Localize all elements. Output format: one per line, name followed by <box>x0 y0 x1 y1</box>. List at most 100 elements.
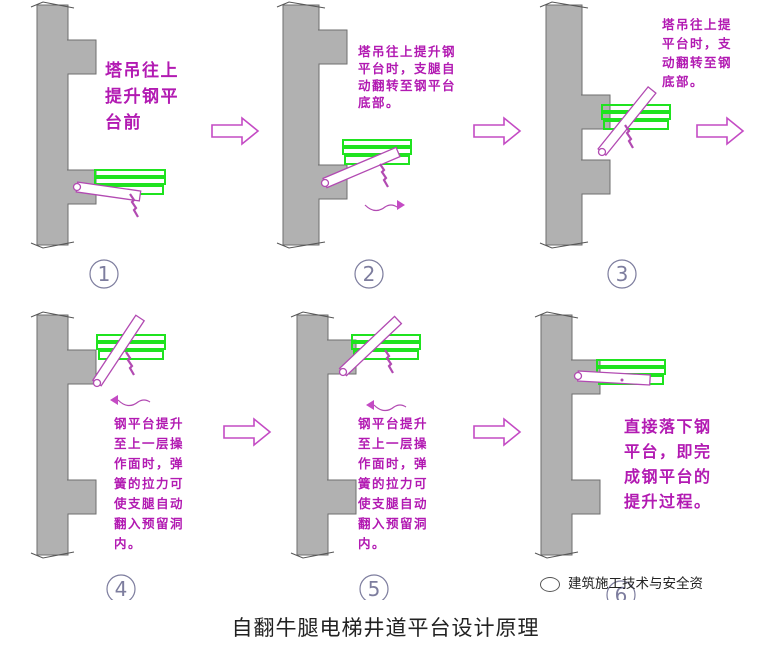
leg-5 <box>338 315 403 377</box>
break-line <box>290 311 335 319</box>
break-line <box>30 241 75 249</box>
description-line: 提升过程。 <box>624 492 712 511</box>
description-line: 至上一层操 <box>114 436 184 451</box>
number-circle <box>354 259 384 289</box>
arrow-head <box>366 400 374 410</box>
description-line: 直接落下钢 <box>624 417 712 436</box>
description-line: 底部。 <box>662 74 704 89</box>
platform-top <box>94 169 166 177</box>
description-line: 翻入预留洞 <box>358 516 428 531</box>
step-4-description: 钢平台提升至上一层操作面时，弹簧的拉力可使支腿自动翻入预留洞内。 <box>113 416 184 551</box>
description-line: 至上一层操 <box>358 436 428 451</box>
description-line: 动翻转至钢 <box>662 55 732 70</box>
step-6-description: 直接落下钢平台，即完成钢平台的提升过程。 <box>624 417 712 511</box>
description-line: 作面时，弹 <box>114 456 184 471</box>
break-line <box>30 551 75 559</box>
description-line: 塔吊往上提升钢 <box>358 44 456 59</box>
step-number-3: 3 <box>607 259 637 289</box>
break-line <box>30 1 75 9</box>
number-label: 2 <box>363 262 376 286</box>
description-line: 作面时，弹 <box>358 456 428 471</box>
break-line <box>30 311 75 319</box>
platform-bottom <box>98 350 164 360</box>
rotation-arrow-icon <box>110 395 151 407</box>
wall-2 <box>276 1 348 249</box>
break-line <box>290 551 335 559</box>
wall-3 <box>539 1 611 249</box>
description-line: 提升钢平 <box>105 86 179 107</box>
break-line <box>534 311 579 319</box>
flow-arrow-2 <box>473 116 522 146</box>
watermark: 建筑施工技术与安全资 <box>540 572 771 598</box>
step-number-5: 5 <box>359 574 389 600</box>
curve <box>373 404 407 412</box>
arrow-head <box>397 200 405 210</box>
spring-icon <box>384 349 394 374</box>
break-line <box>276 1 326 9</box>
step-1-description: 塔吊往上提升钢平台前 <box>105 60 179 133</box>
spring-icon <box>379 163 389 188</box>
number-circle <box>89 259 119 289</box>
platform-mid <box>96 342 166 350</box>
wall-5 <box>290 311 357 559</box>
description-line: 簧的拉力可 <box>358 476 428 491</box>
break-line <box>539 1 589 9</box>
step-number-1: 1 <box>89 259 119 289</box>
platform-bottom <box>603 120 669 130</box>
description-line: 翻入预留洞 <box>114 516 184 531</box>
number-circle <box>106 574 136 600</box>
step-3-description: 塔吊往上提平台时，支动翻转至钢底部。 <box>662 17 732 89</box>
wall-body <box>540 314 601 556</box>
pivot-icon <box>338 367 348 377</box>
step-number-2: 2 <box>354 259 384 289</box>
pivot-icon <box>573 371 583 381</box>
bolt-dot <box>620 378 624 382</box>
wall-4 <box>30 311 97 559</box>
wall-6 <box>534 311 601 559</box>
platform-mid <box>351 342 421 350</box>
description-line: 簧的拉力可 <box>114 476 184 491</box>
flow-arrow-3 <box>696 116 745 146</box>
description-line: 成钢平台的 <box>624 467 712 486</box>
leg-6 <box>573 370 651 386</box>
wall-body <box>36 4 97 246</box>
pivot-icon <box>92 378 102 388</box>
leg-4 <box>91 314 146 388</box>
curve <box>117 399 151 407</box>
pivot-icon <box>597 147 607 157</box>
diagram-canvas: 塔吊往上提升钢平台前塔吊往上提升钢平台时，支腿自动翻转至钢平台底部。塔吊往上提平… <box>30 1 745 600</box>
number-label: 3 <box>616 262 629 286</box>
flow-arrow-5 <box>473 417 522 447</box>
description-line: 平台时，支腿自 <box>358 61 456 76</box>
platform-mid <box>94 177 166 185</box>
step-number-4: 4 <box>106 574 136 600</box>
rotation-arrow-icon <box>366 400 407 412</box>
description-line: 平台时，支 <box>662 36 732 51</box>
number-circle <box>359 574 389 600</box>
pivot-icon <box>320 178 330 188</box>
step-number-6: 6 <box>606 580 636 600</box>
platform-top <box>342 139 412 147</box>
description-line: 塔吊往上 <box>105 60 179 81</box>
platform-mid <box>342 147 412 155</box>
description-line: 使支腿自动 <box>357 496 428 511</box>
description-line: 使支腿自动 <box>113 496 184 511</box>
spring-icon <box>125 351 135 376</box>
platform-top <box>596 359 666 367</box>
number-label: 5 <box>368 577 381 600</box>
figure-caption: 自翻牛腿电梯井道平台设计原理 <box>231 616 540 640</box>
break-line <box>276 241 326 249</box>
watermark-text: 建筑施工技术与安全资 <box>568 576 703 592</box>
arrow-head <box>110 395 118 405</box>
leg-1 <box>72 181 142 202</box>
curve <box>364 204 398 212</box>
description-line: 钢平台提升 <box>358 416 428 431</box>
step-5-description: 钢平台提升至上一层操作面时，弹簧的拉力可使支腿自动翻入预留洞内。 <box>357 416 428 551</box>
description-line: 钢平台提升 <box>114 416 184 431</box>
wall-body <box>545 4 611 246</box>
number-circle <box>607 259 637 289</box>
wall-body <box>282 4 348 246</box>
description-line: 底部。 <box>358 95 400 110</box>
description-line: 平台，即完 <box>624 442 712 461</box>
description-line: 内。 <box>114 536 142 551</box>
